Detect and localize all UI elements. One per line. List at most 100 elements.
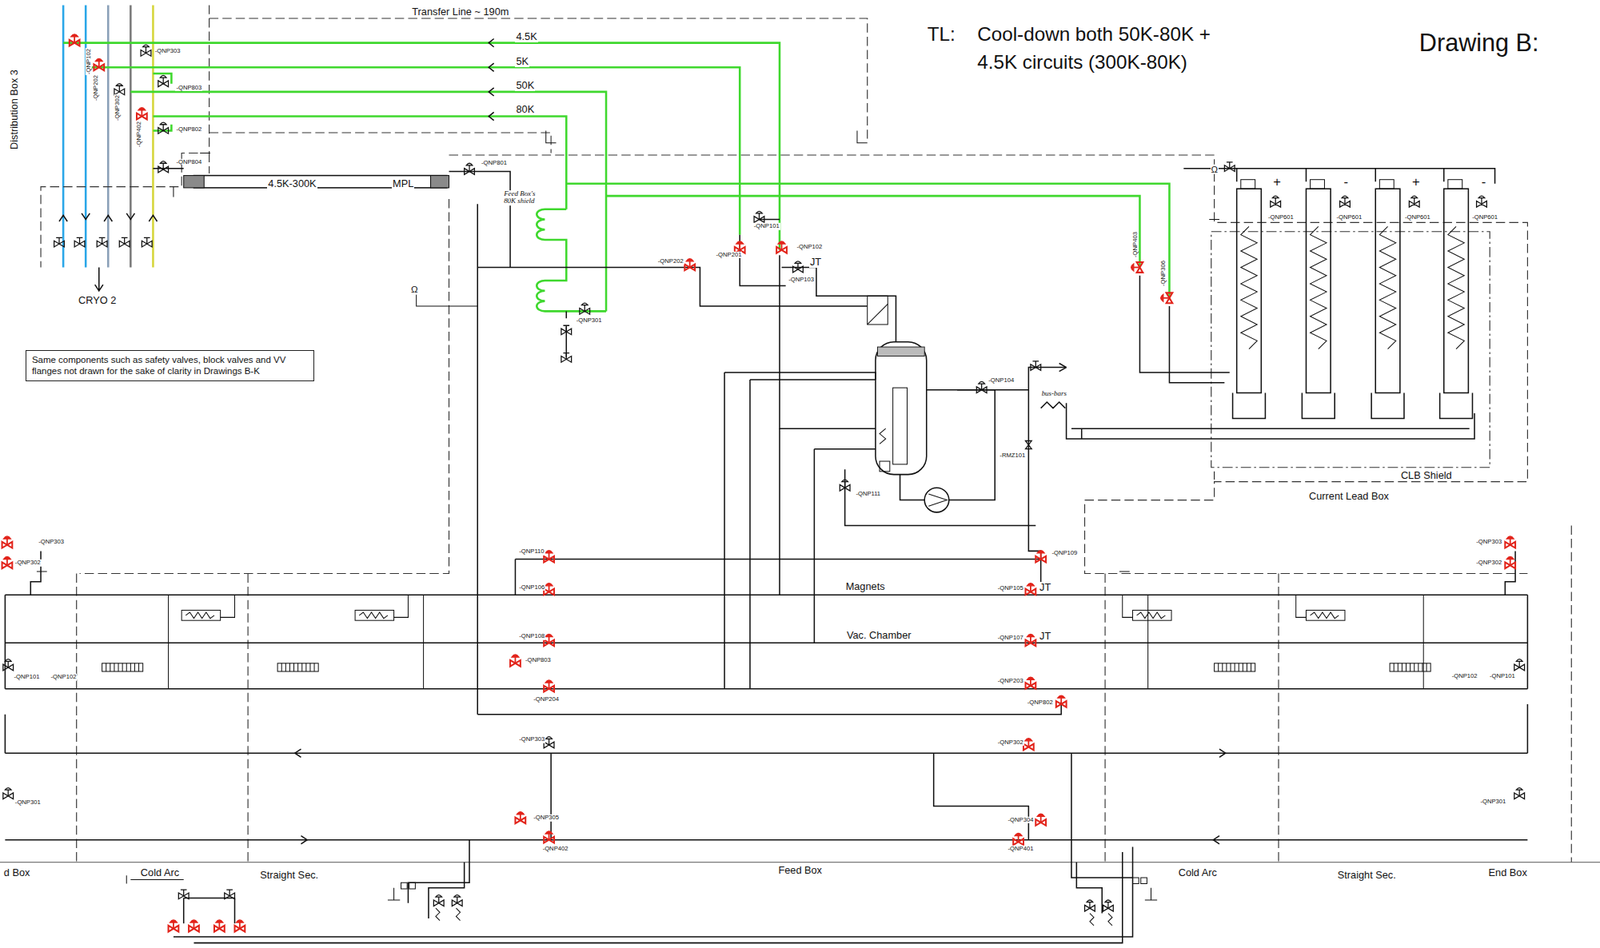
pid-illustration [158, 75, 169, 87]
pid-illustration [1514, 659, 1525, 671]
valve-tag: -QNP302 [14, 559, 42, 567]
pipe-end [430, 175, 450, 188]
feed-box-boundary [449, 155, 1529, 574]
pipe [926, 367, 1475, 439]
valve-tag: -QNP601 [1335, 214, 1363, 221]
valve-tag: -QNP103 [787, 275, 815, 283]
pid-illustration [1023, 738, 1034, 751]
heater-symbol [1305, 610, 1345, 621]
pid-illustration [1161, 292, 1174, 304]
pid-illustration [451, 895, 463, 907]
valve-tag: -QNP302 [114, 94, 121, 122]
valve-tag: -QNP110 [518, 548, 545, 555]
drawing-label: Cool-down both 50K-80K + [976, 23, 1212, 46]
drawing-label: 50K [514, 79, 535, 92]
pid-illustration [1408, 195, 1420, 208]
valve-tag: -QNP303 [154, 47, 182, 55]
shield-coil [536, 267, 607, 312]
pid-illustration [158, 161, 169, 173]
separator-symbol [867, 295, 889, 325]
pid-illustration [1025, 677, 1037, 690]
pipe [173, 847, 1134, 944]
drawing-label: Distribution Box 3 [8, 68, 20, 151]
pipe [30, 550, 1516, 595]
pipe [845, 469, 1037, 526]
ground-symbol [387, 888, 1158, 901]
valve-tag: Feed Box's 80K shield [502, 190, 546, 207]
green-pipe [606, 195, 1140, 266]
valve-tag: -QNP601 [1471, 214, 1499, 221]
drawing-label: Ω [1210, 164, 1220, 176]
lead-head [1310, 179, 1325, 189]
valve-tag: -QNP804 [175, 159, 203, 166]
arc-circuits [4, 550, 1528, 844]
current-lead [1305, 188, 1331, 393]
lead-coil [1448, 226, 1465, 349]
valve-tag: -QNP101 [1488, 673, 1517, 680]
mpl-pipe [152, 168, 511, 268]
drawing-label: Feed Box [777, 865, 823, 877]
pid-illustration [1035, 550, 1046, 563]
valve-tag: -QNP201 [715, 251, 743, 259]
green-pipe [130, 91, 607, 312]
drawing-title: Drawing B: [1418, 29, 1541, 57]
pid-illustration [1504, 556, 1516, 569]
pipe [416, 291, 479, 307]
flow-arrow [95, 267, 104, 291]
transfer-line-boundary [209, 132, 552, 174]
drawing-label: d Box [3, 867, 32, 879]
pid-illustration [235, 920, 246, 933]
pid-illustration [2, 556, 13, 569]
valve-tag: -QNP402 [135, 121, 142, 149]
valve-tag: -QNP102 [85, 47, 92, 76]
drawing-label: 80K [514, 103, 535, 116]
pid-illustration [1224, 162, 1235, 172]
valve-tag: -QNP202 [657, 257, 685, 264]
pipe [1071, 840, 1134, 914]
pipe [168, 594, 1425, 689]
pipe [758, 219, 896, 342]
heater-symbol [355, 610, 394, 621]
separator-symbol [867, 303, 889, 325]
pid-illustration [1013, 833, 1024, 846]
pid-illustration [1035, 813, 1046, 826]
pipe [565, 311, 567, 357]
drawing-label: Magnets [845, 581, 886, 593]
drawing-label: TL: [926, 23, 957, 46]
pid-illustration [178, 889, 189, 899]
flow-arrow [59, 213, 158, 222]
valve-tag: -QNP302 [997, 739, 1025, 747]
pipe [477, 559, 1062, 715]
pid-illustration [2, 536, 13, 549]
current-lead [1236, 188, 1262, 393]
pid-illustration [793, 261, 804, 273]
valve-tag: -QNP101 [753, 223, 781, 230]
pipe [724, 372, 876, 690]
pid-illustration [3, 659, 14, 671]
green-pipe [63, 43, 780, 251]
valve-tag: -QNP102 [1451, 673, 1479, 680]
drawing-label: 5K [514, 55, 530, 68]
ground-line [0, 861, 1600, 863]
pid-illustration [514, 812, 526, 825]
pipe [62, 4, 65, 268]
drawing-label: Vac. Chamber [845, 630, 913, 642]
lead-head [1448, 179, 1463, 189]
relief-lines [126, 840, 1158, 944]
pid-illustration [141, 237, 152, 247]
valve-tag: -QNP303 [1475, 538, 1503, 545]
current-lead [1375, 188, 1401, 393]
valve-tag: -QNP401 [1007, 845, 1035, 853]
drawing-label: - [1480, 175, 1488, 190]
pid-illustration [1504, 536, 1516, 549]
valve-tag: -QNP203 [997, 678, 1025, 685]
drawing-label: + [1411, 175, 1421, 190]
valve-tag: -QNP303 [37, 538, 65, 545]
lead-coil [1310, 226, 1327, 349]
pid-illustration [1103, 900, 1114, 912]
pid-illustration [1030, 361, 1042, 371]
valve-tag: -QNP306 [1160, 259, 1167, 288]
pid-illustration [214, 920, 225, 933]
